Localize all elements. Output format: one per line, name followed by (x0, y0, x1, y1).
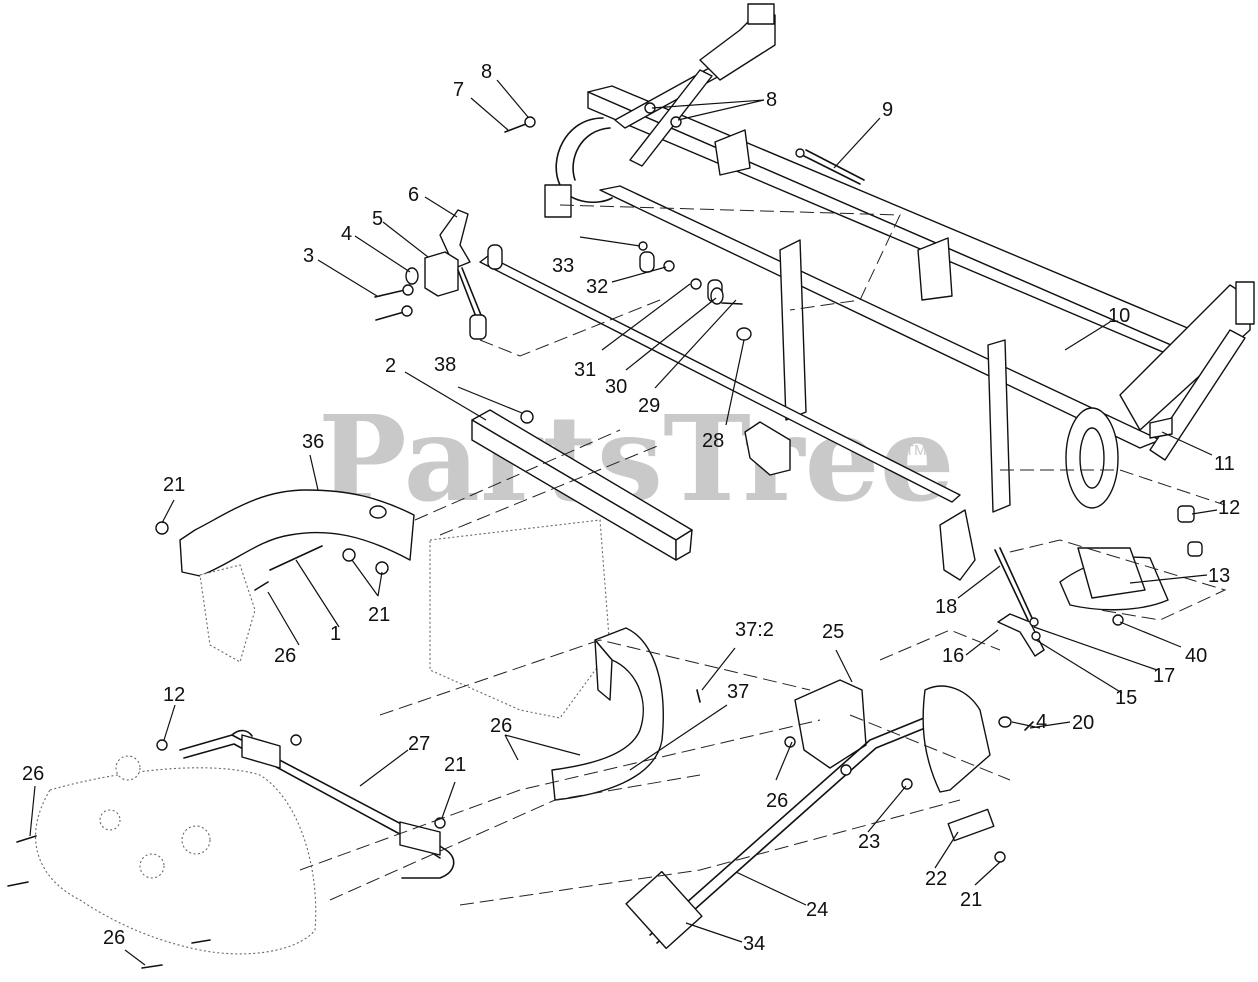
callout-15: 15 (1115, 687, 1137, 709)
callout-32: 32 (586, 276, 608, 298)
callout-25: 25 (822, 621, 844, 643)
callout-7: 7 (453, 79, 464, 101)
callout-12-left: 12 (163, 684, 185, 706)
callout-9: 9 (882, 99, 893, 121)
callout-29: 29 (638, 395, 660, 417)
callout-37: 37 (727, 681, 749, 703)
callout-5: 5 (372, 208, 383, 230)
callout-26-lower: 26 (103, 927, 125, 949)
callout-21-bar: 21 (444, 754, 466, 776)
callout-17: 17 (1153, 665, 1175, 687)
callout-8-rail: 8 (766, 89, 777, 111)
callout-26-bracket: 26 (490, 715, 512, 737)
callout-18: 18 (935, 596, 957, 618)
callout-30: 30 (605, 376, 627, 398)
callout-26-deck: 26 (22, 763, 44, 785)
callout-36: 36 (302, 431, 324, 453)
watermark-trademark: TM (905, 442, 927, 459)
callout-3: 3 (303, 245, 314, 267)
frame-assembly (479, 3, 1255, 581)
callout-16: 16 (942, 645, 964, 667)
callout-2: 2 (385, 355, 396, 377)
callout-1: 1 (330, 623, 341, 645)
callout-24: 24 (806, 899, 828, 921)
hardware-parts (374, 102, 1203, 731)
callout-21-nuts: 21 (368, 604, 390, 626)
callout-6: 6 (408, 184, 419, 206)
callout-8: 8 (481, 61, 492, 83)
callout-34: 34 (743, 933, 765, 955)
callout-33: 33 (552, 255, 574, 277)
assembly-guide-lines (299, 204, 1227, 906)
leader-lines (29, 79, 1218, 966)
callout-31: 31 (574, 359, 596, 381)
callout-22: 22 (925, 868, 947, 890)
callout-10: 10 (1108, 305, 1130, 327)
callout-12-right: 12 (1218, 497, 1240, 519)
callout-26-plate: 26 (274, 645, 296, 667)
callout-4: 4 (341, 223, 352, 245)
callout-27: 27 (408, 733, 430, 755)
callout-21-mount: 21 (960, 889, 982, 911)
callout-11: 11 (1214, 453, 1235, 475)
callout-40: 40 (1185, 645, 1207, 667)
callout-4-right: 4 (1036, 711, 1047, 733)
lower-assembly (7, 679, 1006, 969)
callout-20: 20 (1072, 712, 1094, 734)
callout-23: 23 (858, 831, 880, 853)
callout-13: 13 (1208, 565, 1230, 587)
callout-38: 38 (434, 354, 456, 376)
callout-21-plate: 21 (163, 474, 185, 496)
callout-37-2: 37:2 (735, 619, 774, 641)
callout-labels: 1 2 3 4 4 5 6 7 8 8 9 10 11 12 12 13 15 … (22, 61, 1240, 955)
callout-28: 28 (702, 430, 724, 452)
callout-26-plate25: 26 (766, 790, 788, 812)
